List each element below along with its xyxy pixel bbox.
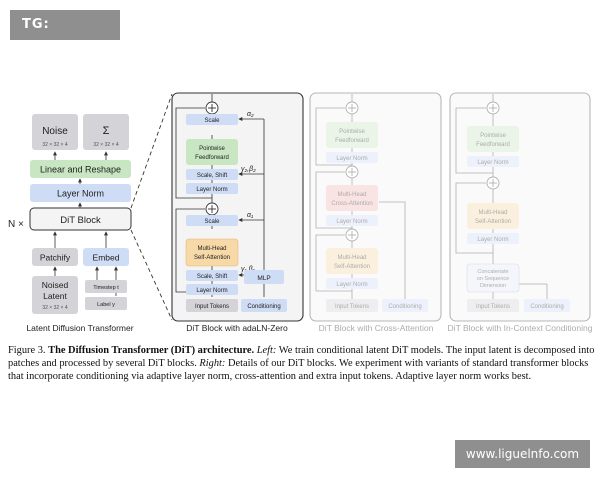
watermark-top: TG: MYYJJPP [10,10,120,62]
context-layer-norm-1: Layer Norm [477,160,508,166]
layer-norm-bot-box [186,284,238,295]
scale-mid-label: Scale [204,219,220,225]
caption-bold: The Diffusion Transformer (DiT) architec… [48,345,255,356]
cross-layer-norm-2: Layer Norm [336,219,367,225]
scale-shift-bot-label: Scale, Shift [197,274,228,280]
embed-box [83,248,129,266]
pointwise-ff-box [186,139,238,165]
cross-pointwise-label-1: Pointwise [339,129,365,135]
caption-prefix: Figure 3. [8,345,46,356]
noised-latent-label-1: Noised [42,280,69,290]
caption-right-text: Details of our DiT blocks. We experiment… [8,358,589,382]
context-pointwise-label-1: Pointwise [480,133,506,139]
linear-reshape-label: Linear and Reshape [40,165,121,175]
cross-layer-norm-3: Layer Norm [336,282,367,288]
context-panel-title: DiT Block with In-Context Conditioning [448,323,593,333]
patchify-box [32,248,78,266]
alpha2-label: α₂ [247,111,254,118]
pointwise-ff-label-1: Pointwise [199,146,225,152]
mhsa-label-1: Multi-Head [197,246,226,252]
conditioning-box [241,299,287,312]
patchify-label: Patchify [40,253,71,263]
alpha1-label: α₁ [247,212,254,219]
mhsa-label-2: Self-Attention [194,255,230,261]
context-concat-label-2: on Sequence [477,276,509,282]
cross-panel-frame [309,92,442,322]
context-concat-label-1: Concatenate [477,269,508,275]
scale-shift-top-box [186,169,238,180]
adaln-panel-title: DiT Block with adaLN-Zero [186,323,288,333]
left-panel-title: Latent Diffusion Transformer [26,323,133,333]
figure-caption: Figure 3. The Diffusion Transformer (DiT… [8,344,596,383]
caption-left-text: We train conditional latent DiT models. … [8,345,595,369]
dit-block-label: DiT Block [60,215,101,226]
context-conditioning: Conditioning [530,304,563,310]
context-layer-norm-2: Layer Norm [477,237,508,243]
caption-right-label: Right: [199,358,226,369]
context-pointwise-label-2: Feedforward [476,142,510,148]
mlp-label: MLP [257,275,270,282]
scale-shift-bot-box [186,270,238,281]
noised-latent-box [32,276,78,314]
watermark-bottom: www.liguelnfo.com [455,440,590,468]
linear-reshape-box [30,160,131,178]
cross-input-tokens: Input Tokens [335,304,369,310]
caption-left-label: Left: [256,345,277,356]
in-context-panel: Pointwise Feedforward Layer Norm Multi-H… [448,92,593,333]
n-times-label: N × [8,219,24,230]
noise-label: Noise [42,126,68,137]
timestep-box [85,280,127,293]
layer-norm-bot-label: Layer Norm [196,288,227,294]
dit-block-box [29,207,132,231]
figure: Noise 32 × 32 × 4 Σ 32 × 32 × 4 Linear a… [0,88,600,338]
context-input-tokens: Input Tokens [476,304,510,310]
mhsa-box [185,238,239,267]
cross-mhsa-label-1: Multi-Head [337,255,366,261]
conditioning-label: Conditioning [247,304,280,310]
noised-latent-shape: 32 × 32 × 4 [42,305,68,311]
sigma-box [83,114,129,150]
gamma2-beta2-label: γ₂,β₂ [241,166,256,173]
noise-box [32,114,78,150]
scale-top-box [186,114,238,125]
noise-shape: 32 × 32 × 4 [42,142,68,148]
sigma-shape: 32 × 32 × 4 [93,142,119,148]
cross-attention-panel: Pointwise Feedforward Layer Norm Multi-H… [309,92,442,333]
context-panel-frame [449,92,591,322]
timestep-label: Timestep t [93,285,119,291]
cross-panel-title: DiT Block with Cross-Attention [319,323,434,333]
mlp-box [244,270,284,284]
label-box [85,297,127,310]
input-tokens-box [186,299,238,312]
label-y-label: Label y [97,302,115,308]
layer-norm-label: Layer Norm [57,189,104,199]
input-tokens-label: Input Tokens [195,304,229,310]
latent-diffusion-transformer-panel: Noise 32 × 32 × 4 Σ 32 × 32 × 4 Linear a… [8,114,134,333]
scale-shift-top-label: Scale, Shift [197,173,228,179]
scale-top-label: Scale [204,118,220,124]
context-mhsa-label-1: Multi-Head [478,210,507,216]
noised-latent-label-2: Latent [43,291,67,301]
cross-mhca-label-1: Multi-Head [337,192,366,198]
layer-norm-top-box [186,183,238,194]
layer-norm-top-label: Layer Norm [196,187,227,193]
cross-layer-norm-1: Layer Norm [336,156,367,162]
pointwise-ff-label-2: Feedforward [195,155,229,161]
context-concat-label-3: Dimension [480,283,506,289]
cross-conditioning: Conditioning [388,304,421,310]
sigma-label: Σ [103,125,110,137]
context-mhsa-label-2: Self-Attention [475,219,511,225]
layer-norm-box [30,184,131,202]
embed-label: Embed [93,253,120,263]
adaln-zero-panel: α₂ γ₂,β₂ α₁ γ₁,β₁ Scale Pointwise Feedfo… [171,92,304,333]
cross-mhca-label-2: Cross-Attention [331,201,372,207]
scale-mid-box [186,215,238,226]
cross-pointwise-label-2: Feedforward [335,138,369,144]
cross-mhsa-label-2: Self-Attention [334,264,370,270]
gamma1-beta1-label: γ₁,β₁ [241,266,256,273]
